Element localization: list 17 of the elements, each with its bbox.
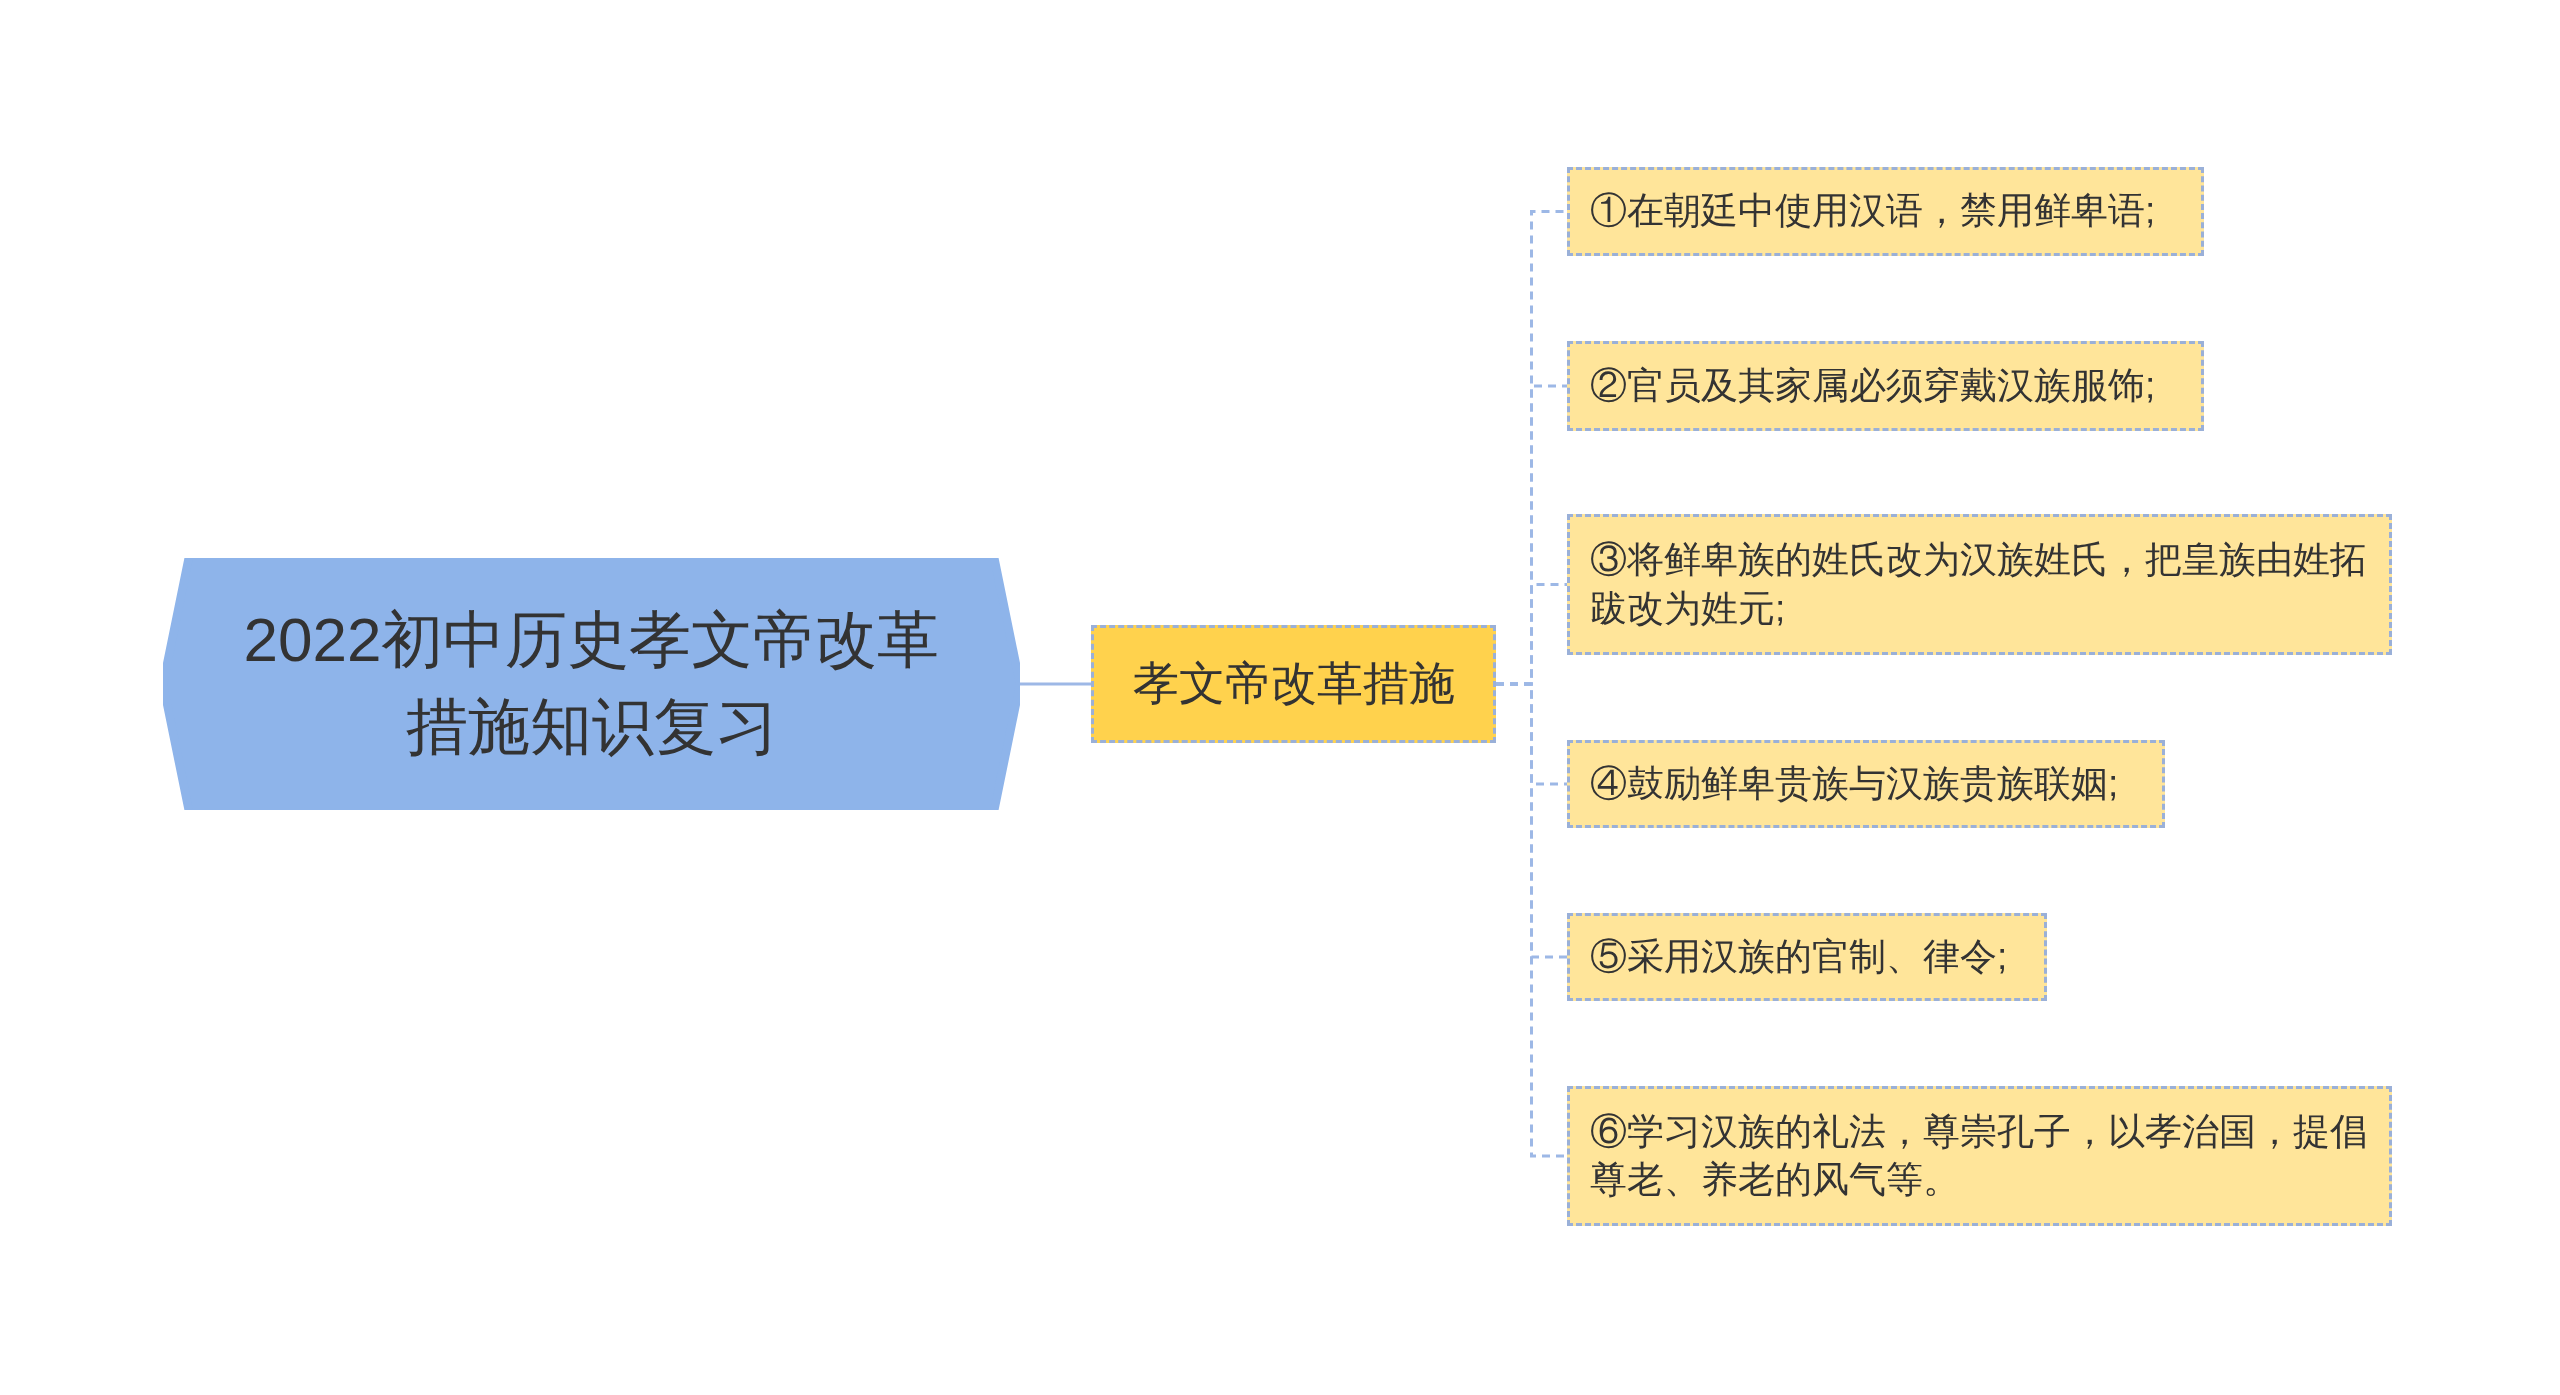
leaf-box: [1567, 514, 2392, 655]
leaf-text: ①在朝廷中使用汉语，禁用鲜卑语;: [1590, 189, 2156, 234]
leaf-text: ③将鲜卑族的姓氏改为汉族姓氏，把皇族由姓拓跋改为姓元;: [1590, 538, 2368, 631]
leaf-text: ②官员及其家属必须穿戴汉族服饰;: [1590, 363, 2156, 408]
connector-line: [1020, 682, 1091, 686]
branch-box: [1091, 625, 1496, 743]
leaf-text: ④鼓励鲜卑贵族与汉族贵族联姻;: [1590, 761, 2119, 806]
topic-text: 2022初中历史孝文帝改革措施知识复习: [242, 604, 941, 763]
leaf-box: [1567, 167, 2204, 256]
leaf-text: ⑥学习汉族的礼法，尊崇孔子，以孝治国，提倡尊老、养老的风气等。: [1590, 1109, 2368, 1202]
hexagon-node: [163, 558, 1020, 810]
branch-text: 孝文帝改革措施: [1132, 656, 1455, 712]
leaf-box: [1567, 740, 2165, 828]
leaf-box: [1567, 1086, 2392, 1226]
leaf-box: [1567, 341, 2204, 431]
leaf-text: ⑤采用汉族的官制、律令;: [1590, 934, 2008, 979]
leaf-box: [1567, 913, 2047, 1001]
